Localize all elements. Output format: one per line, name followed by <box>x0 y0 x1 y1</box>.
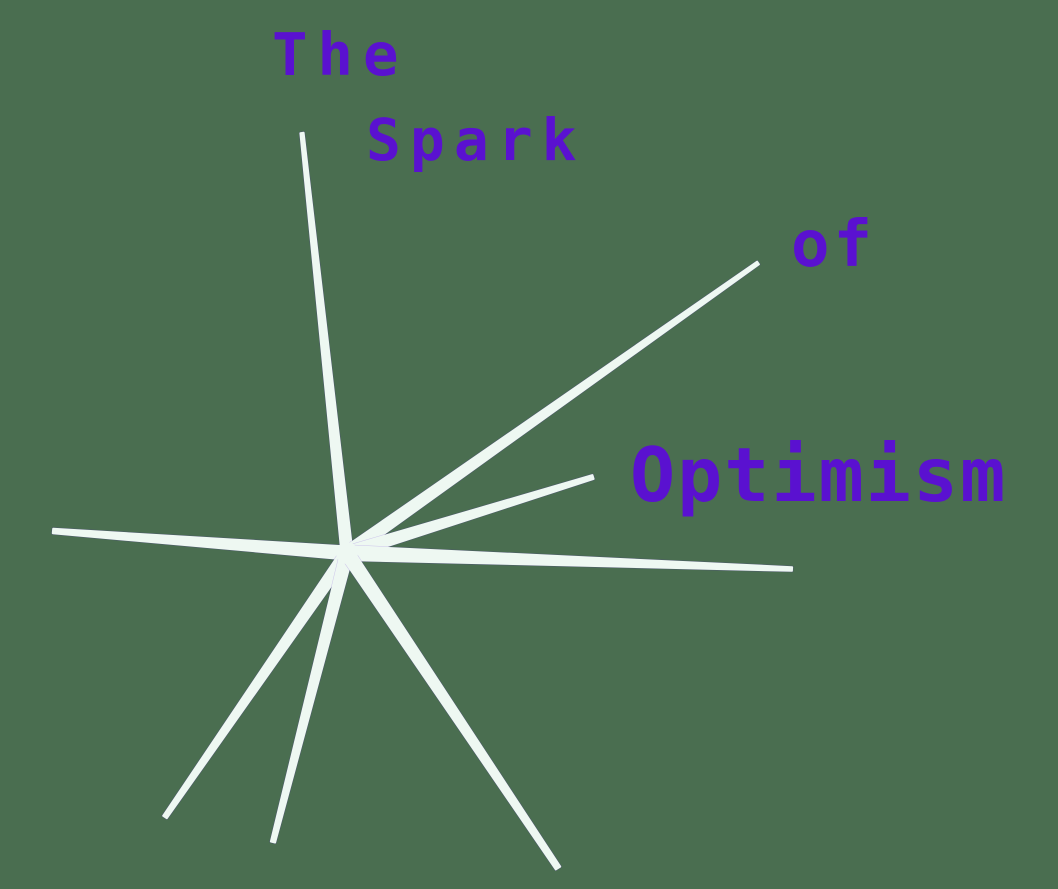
spark-ray-7 <box>340 548 562 871</box>
spark-ray-2 <box>344 474 595 560</box>
spark-ray-5 <box>162 548 353 820</box>
title-word-spark: Spark <box>366 106 586 174</box>
spark-ray-3 <box>51 527 349 561</box>
spark-center <box>336 542 358 564</box>
title-word-the: The <box>272 20 409 89</box>
spark-ray-4 <box>345 545 794 572</box>
spark-ray-0 <box>299 131 354 555</box>
title-word-of: of <box>791 208 877 282</box>
title-word-optimism: Optimism <box>630 431 1008 519</box>
spark-rays <box>51 131 794 871</box>
